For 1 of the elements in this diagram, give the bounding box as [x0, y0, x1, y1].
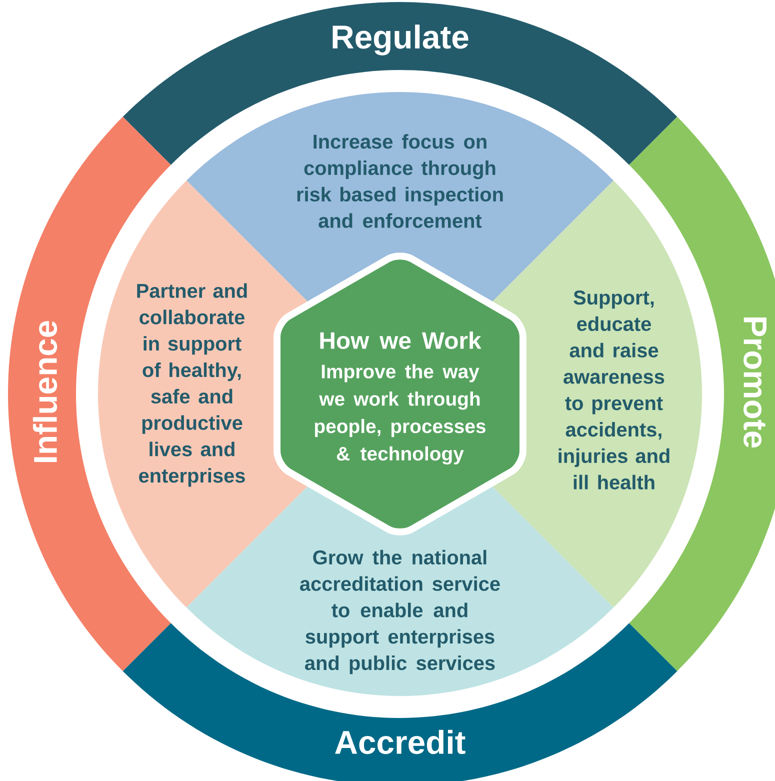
- hexagon: How we Work Improve the way we work through people, processes & technology: [274, 252, 526, 536]
